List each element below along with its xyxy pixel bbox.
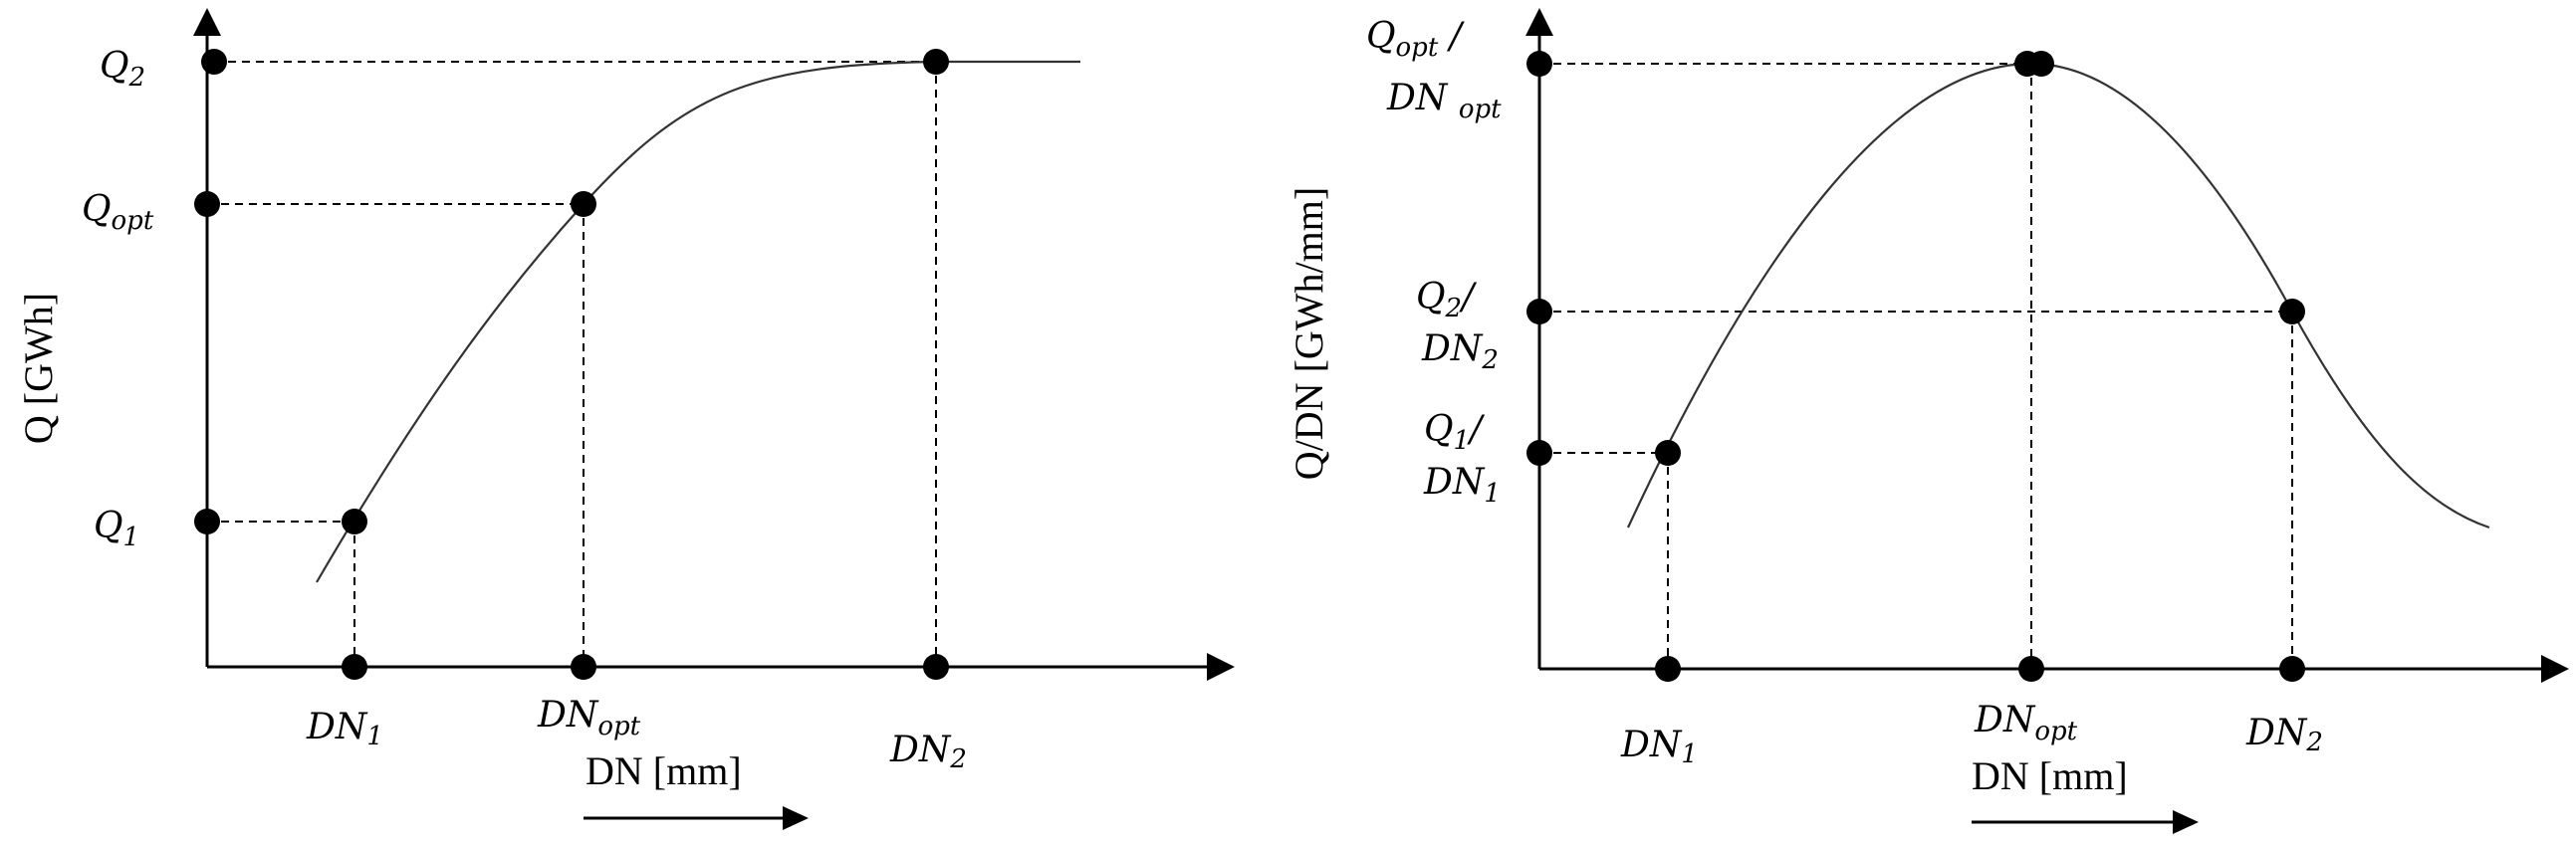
- right-x-axis-arrowhead: [2541, 655, 2569, 683]
- right-chart: Qopt / DN opt Q2/ DN2 Q1/ DN1 DN1 DNopt …: [1287, 8, 2569, 834]
- right-y-axis-arrowhead: [1525, 8, 1553, 36]
- left-y-point-qopt: [194, 191, 220, 217]
- left-y-point-q1: [194, 509, 220, 534]
- left-curve-point-dn1: [342, 509, 367, 534]
- left-dn-direction-arrowhead: [783, 806, 809, 830]
- left-x-point-dnopt: [571, 654, 596, 680]
- right-curve-point-dn2: [2279, 299, 2305, 324]
- left-x-axis-arrowhead: [1207, 653, 1235, 681]
- left-label-qopt: Qopt: [82, 189, 154, 236]
- left-chart: Q2 Qopt Q1 DN1 DNopt DN2 Q [GWh] DN [mm]: [16, 8, 1235, 830]
- right-curve-point-dn1: [1655, 440, 1681, 466]
- right-curve: [1627, 62, 2490, 529]
- left-x-axis-title: DN [mm]: [585, 748, 742, 793]
- right-label-q1-line1: Q1/: [1424, 409, 1486, 456]
- right-y-point-qopt: [1526, 51, 1552, 77]
- right-x-axis-title: DN [mm]: [1972, 753, 2128, 798]
- left-label-dnopt: DNopt: [537, 695, 641, 741]
- right-label-q2-line2: DN2: [1421, 328, 1499, 375]
- right-label-q2-line1: Q2/: [1416, 277, 1478, 323]
- left-label-dn2: DN2: [889, 730, 967, 774]
- left-x-point-dn1: [342, 654, 367, 680]
- left-y-axis-arrowhead: [193, 8, 221, 36]
- right-label-dn2: DN2: [2245, 713, 2323, 757]
- left-label-dn1: DN1: [306, 707, 383, 751]
- right-label-dnopt: DNopt: [1974, 700, 2078, 746]
- right-curve-point-dnopt-b: [2028, 51, 2054, 77]
- right-y-axis-title: Q/DN [GWh/mm]: [1287, 187, 1331, 480]
- right-x-point-dn1: [1655, 656, 1681, 682]
- right-x-point-dn2: [2279, 656, 2305, 682]
- left-label-q2: Q2: [100, 46, 145, 93]
- left-x-point-dn2: [923, 654, 949, 680]
- left-curve: [316, 60, 1080, 583]
- right-x-point-dnopt: [2018, 656, 2044, 682]
- left-y-axis-title: Q [GWh]: [16, 293, 61, 444]
- left-curve-point-dn2: [923, 49, 949, 75]
- right-label-q1-line2: DN1: [1423, 462, 1501, 509]
- left-y-point-q2: [201, 49, 227, 75]
- right-y-point-q1: [1526, 440, 1552, 466]
- right-y-point-q2: [1526, 299, 1552, 324]
- right-label-qopt-line2: DN opt: [1386, 78, 1502, 124]
- right-label-qopt-line1: Qopt /: [1366, 16, 1466, 63]
- left-curve-point-dnopt: [571, 191, 596, 217]
- right-label-dn1: DN1: [1620, 725, 1698, 769]
- right-dn-direction-arrowhead: [2173, 810, 2199, 834]
- left-label-q1: Q1: [94, 506, 139, 552]
